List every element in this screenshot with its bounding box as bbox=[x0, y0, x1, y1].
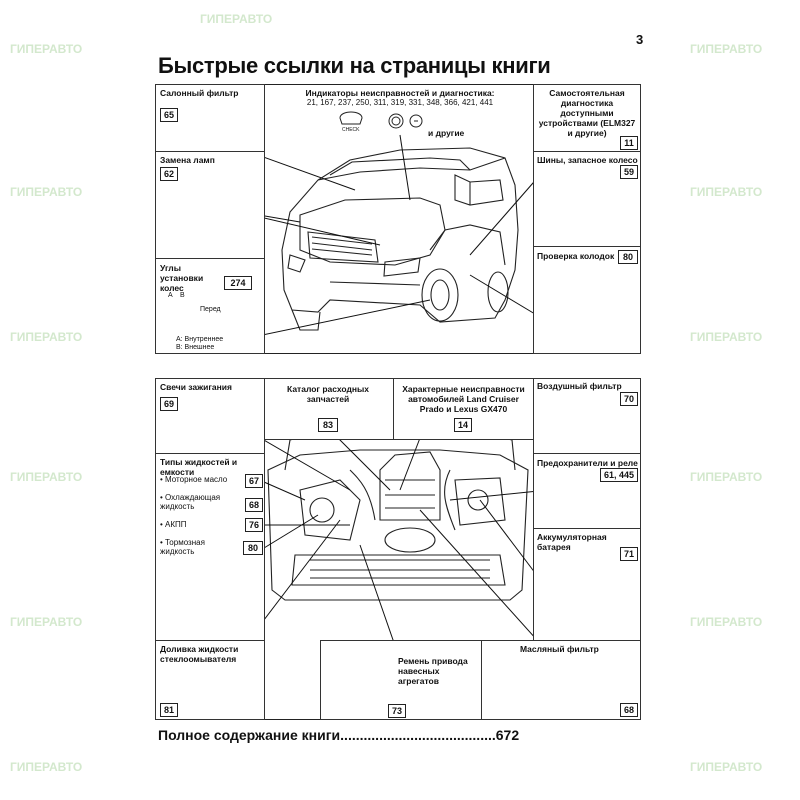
battery-label: Аккумуляторная батарея bbox=[537, 532, 607, 552]
alignment-a: A bbox=[168, 292, 173, 299]
spark-plugs-page-ref[interactable]: 69 bbox=[160, 397, 178, 411]
watermark-logo: ГИПЕРАВТО bbox=[690, 42, 763, 56]
brake-pads-label: Проверка колодок bbox=[537, 251, 615, 261]
watermark-logo: ГИПЕРАВТО bbox=[690, 185, 763, 199]
toc-label: Полное содержание книги bbox=[158, 727, 341, 743]
fluid-engine-oil: • Моторное масло bbox=[160, 475, 228, 484]
fluid-brake-page-ref[interactable]: 80 bbox=[243, 541, 263, 555]
fuses-cell bbox=[533, 453, 641, 529]
air-filter-label: Воздушный фильтр bbox=[537, 381, 622, 391]
check-engine-icon: CHECK bbox=[342, 127, 360, 133]
alignment-outer: В: Внешнее bbox=[176, 344, 215, 351]
belt-label: Ремень привода навесных агрегатов bbox=[398, 656, 468, 686]
watermark-logo: ГИПЕРАВТО bbox=[10, 185, 83, 199]
alignment-label: Углы установки колес bbox=[160, 263, 204, 293]
fluids-label: Типы жидкостей и емкости bbox=[160, 457, 238, 477]
watermark-logo: ГИПЕРАВТО bbox=[10, 615, 83, 629]
brake-pads-cell bbox=[533, 246, 641, 354]
oil-filter-cell bbox=[481, 640, 641, 720]
fuses-label: Предохранители и реле bbox=[537, 458, 638, 468]
faults-label: Характерные неисправности автомобилей La… bbox=[402, 384, 525, 414]
catalog-page-ref[interactable]: 83 bbox=[318, 418, 338, 432]
fuses-page-ref[interactable]: 61, 445 bbox=[600, 468, 638, 482]
diagnostics-label: Самостоятельная диагностика доступными у… bbox=[538, 88, 636, 138]
fluid-transmission: • АКПП bbox=[160, 520, 187, 529]
spark-plugs-label: Свечи зажигания bbox=[160, 382, 232, 392]
indicator-icons bbox=[339, 111, 423, 129]
engine-bay-illustration bbox=[267, 431, 529, 601]
faults-page-ref[interactable]: 14 bbox=[454, 418, 472, 432]
alignment-cell bbox=[155, 258, 265, 354]
lamp-label: Замена ламп bbox=[160, 155, 215, 165]
alignment-b: B bbox=[180, 292, 185, 299]
tires-label: Шины, запасное колесо bbox=[537, 155, 638, 165]
cabin-filter-label: Салонный фильтр bbox=[160, 88, 239, 98]
fluid-engine-oil-page-ref[interactable]: 67 bbox=[245, 474, 263, 488]
cabin-filter-page-ref[interactable]: 65 bbox=[160, 108, 178, 122]
washer-page-ref[interactable]: 81 bbox=[160, 703, 178, 717]
tires-page-ref[interactable]: 59 bbox=[620, 165, 638, 179]
oil-filter-page-ref[interactable]: 68 bbox=[620, 703, 638, 717]
watermark-logo: ГИПЕРАВТО bbox=[10, 42, 83, 56]
watermark-logo: ГИПЕРАВТО bbox=[690, 470, 763, 484]
brake-pads-page-ref[interactable]: 80 bbox=[618, 250, 638, 264]
table-of-contents-link[interactable]: Полное содержание книги.................… bbox=[158, 727, 638, 743]
toc-dots: ........................................ bbox=[340, 727, 496, 743]
spark-plugs-cell bbox=[155, 378, 265, 454]
fluid-coolant-page-ref[interactable]: 68 bbox=[245, 498, 263, 512]
air-filter-page-ref[interactable]: 70 bbox=[620, 392, 638, 406]
page-title: Быстрые ссылки на страницы книги bbox=[158, 53, 551, 78]
watermark-logo: ГИПЕРАВТО bbox=[10, 760, 83, 774]
indicators-pages: 21, 167, 237, 250, 311, 319, 331, 348, 3… bbox=[306, 98, 494, 107]
indicators-other: и другие bbox=[428, 128, 465, 138]
washer-label: Доливка жидкости стеклоомывателя bbox=[160, 644, 239, 664]
belt-page-ref[interactable]: 73 bbox=[388, 704, 406, 718]
alignment-forward: Перед bbox=[200, 306, 221, 313]
watermark-logo: ГИПЕРАВТО bbox=[200, 12, 273, 26]
toc-page: 672 bbox=[495, 727, 520, 743]
oil-filter-label: Масляный фильтр bbox=[520, 644, 599, 654]
air-filter-cell bbox=[533, 378, 641, 454]
fluid-coolant: • Охлаждающая жидкость bbox=[160, 493, 221, 511]
alignment-inner: А: Внутреннее bbox=[176, 336, 224, 343]
diagnostics-page-ref[interactable]: 11 bbox=[620, 136, 638, 150]
watermark-logo: ГИПЕРАВТО bbox=[690, 760, 763, 774]
lamp-page-ref[interactable]: 62 bbox=[160, 167, 178, 181]
fluid-brake: • Тормозная жидкость bbox=[160, 538, 205, 556]
suv-illustration bbox=[281, 147, 519, 331]
indicators-label: Индикаторы неисправностей и диагностика: bbox=[305, 88, 495, 98]
alignment-page-ref[interactable]: 274 bbox=[224, 276, 252, 290]
watermark-logo: ГИПЕРАВТО bbox=[690, 330, 763, 344]
battery-page-ref[interactable]: 71 bbox=[620, 547, 638, 561]
watermark-logo: ГИПЕРАВТО bbox=[690, 615, 763, 629]
catalog-label: Каталог расходных запчастей bbox=[287, 384, 369, 404]
fluid-transmission-page-ref[interactable]: 76 bbox=[245, 518, 263, 532]
page-number: 3 bbox=[636, 32, 644, 47]
watermark-logo: ГИПЕРАВТО bbox=[10, 330, 83, 344]
watermark-logo: ГИПЕРАВТО bbox=[10, 470, 83, 484]
